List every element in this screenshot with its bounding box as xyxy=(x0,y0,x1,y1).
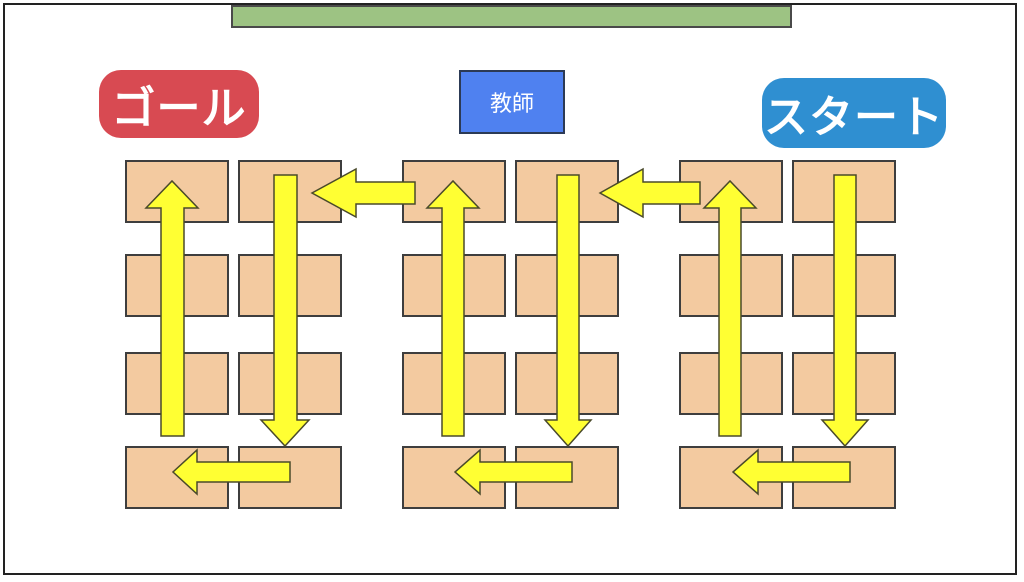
desk-c1-r3 xyxy=(125,352,229,415)
start-badge: スタート xyxy=(762,78,946,148)
desk-c3-r3 xyxy=(402,352,506,415)
desk-c5-r3 xyxy=(679,352,783,415)
desk-c6-r3 xyxy=(792,352,896,415)
goal-badge: ゴール xyxy=(99,70,259,138)
desk-c4-r4 xyxy=(515,446,619,509)
desk-c2-r2 xyxy=(238,254,342,317)
desk-c1-r1 xyxy=(125,160,229,223)
desk-c4-r3 xyxy=(515,352,619,415)
desk-c5-r2 xyxy=(679,254,783,317)
desk-c4-r1 xyxy=(515,160,619,223)
desk-c2-r3 xyxy=(238,352,342,415)
desk-c6-r1 xyxy=(792,160,896,223)
desk-c3-r1 xyxy=(402,160,506,223)
desk-c2-r1 xyxy=(238,160,342,223)
desk-c3-r4 xyxy=(402,446,506,509)
desk-c5-r1 xyxy=(679,160,783,223)
blackboard xyxy=(231,5,792,28)
desk-c2-r4 xyxy=(238,446,342,509)
desk-c4-r2 xyxy=(515,254,619,317)
desk-c6-r2 xyxy=(792,254,896,317)
desk-c6-r4 xyxy=(792,446,896,509)
teacher-desk: 教師 xyxy=(459,70,565,134)
desk-c5-r4 xyxy=(679,446,783,509)
desk-c1-r4 xyxy=(125,446,229,509)
desk-c1-r2 xyxy=(125,254,229,317)
desk-c3-r2 xyxy=(402,254,506,317)
